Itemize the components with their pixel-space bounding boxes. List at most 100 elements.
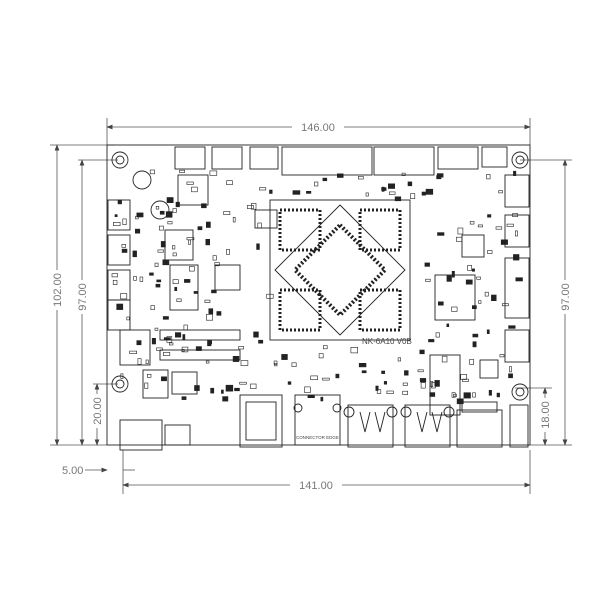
mounting-holes bbox=[111, 151, 529, 401]
dimension-right-height: 97.00 bbox=[520, 159, 572, 446]
smd-pad bbox=[161, 376, 167, 382]
smd-pad bbox=[150, 305, 155, 310]
smd-pad bbox=[274, 363, 278, 367]
smd-pad bbox=[183, 324, 188, 331]
header-connector bbox=[281, 146, 373, 176]
pin-header bbox=[159, 349, 241, 361]
smd-pad bbox=[407, 181, 413, 187]
ic-chip bbox=[434, 274, 476, 321]
smd-pad bbox=[389, 191, 396, 195]
smd-pad bbox=[508, 373, 513, 379]
smd-pad bbox=[232, 217, 236, 223]
smd-pad bbox=[484, 291, 489, 297]
smd-pad bbox=[182, 334, 186, 340]
dim-label-146: 146.00 bbox=[301, 122, 335, 134]
smd-pad bbox=[471, 268, 475, 272]
smd-pad bbox=[169, 342, 174, 346]
smd-pad bbox=[210, 387, 215, 394]
smd-pad bbox=[174, 286, 178, 291]
smd-pad bbox=[175, 201, 180, 208]
smd-pad bbox=[434, 380, 440, 387]
pin-header bbox=[119, 329, 151, 366]
smd-pad bbox=[147, 373, 152, 378]
smd-pad bbox=[149, 272, 154, 276]
smd-pad bbox=[145, 359, 149, 365]
dimension-left-offset-bottom: 20.00 bbox=[90, 383, 118, 446]
header-connector bbox=[249, 146, 279, 170]
dim-label-97-left: 97.00 bbox=[77, 283, 89, 311]
smd-pad bbox=[465, 279, 473, 285]
smd-pad bbox=[500, 239, 508, 245]
smd-pad bbox=[225, 384, 234, 392]
smd-pad bbox=[206, 314, 214, 321]
connector-edge-label: CONNECTOR EDGE bbox=[296, 435, 339, 440]
smd-pad bbox=[376, 389, 382, 394]
smd-pad bbox=[436, 173, 444, 178]
smd-pad bbox=[469, 221, 475, 225]
smd-pad bbox=[186, 181, 194, 185]
dim-label-102: 102.00 bbox=[52, 273, 64, 307]
smd-pad bbox=[446, 275, 452, 282]
smd-pad bbox=[201, 203, 207, 209]
smd-pad bbox=[381, 370, 386, 374]
smd-pad bbox=[135, 228, 141, 234]
smd-pad bbox=[404, 370, 409, 376]
smd-pad bbox=[154, 262, 159, 268]
smd-pad bbox=[304, 386, 311, 393]
smd-pad bbox=[506, 223, 514, 227]
smd-pad bbox=[499, 354, 505, 358]
smd-pad bbox=[181, 349, 185, 352]
smd-pad bbox=[425, 188, 434, 195]
smd-pad bbox=[424, 262, 430, 267]
sd-card-slot bbox=[239, 394, 283, 448]
smd-pad bbox=[451, 270, 455, 278]
smd-pad bbox=[508, 325, 516, 329]
smd-pad bbox=[269, 189, 273, 194]
smd-pad bbox=[266, 293, 274, 299]
smd-pad bbox=[387, 183, 395, 189]
smd-pad bbox=[451, 306, 458, 312]
smd-pad bbox=[139, 276, 144, 282]
smd-pad bbox=[437, 301, 444, 306]
soc-chip bbox=[269, 199, 411, 341]
smd-pad bbox=[394, 196, 402, 202]
header-connector bbox=[174, 146, 206, 170]
smd-pad bbox=[159, 210, 165, 215]
power-jack bbox=[119, 419, 191, 451]
smd-pad bbox=[467, 264, 472, 271]
smd-pad bbox=[456, 398, 464, 405]
dim-label-141: 141.00 bbox=[299, 480, 333, 492]
smd-pad bbox=[111, 273, 118, 278]
smd-pad bbox=[159, 225, 164, 231]
smd-pad bbox=[486, 174, 491, 180]
smd-pad bbox=[156, 347, 163, 351]
pin-header bbox=[159, 329, 241, 341]
smd-pad bbox=[281, 354, 288, 360]
smd-pad bbox=[446, 323, 450, 327]
smd-pad bbox=[155, 283, 161, 288]
smd-pad bbox=[383, 381, 388, 385]
ic-chip bbox=[254, 209, 278, 229]
smd-pad bbox=[513, 254, 520, 261]
smd-pad bbox=[361, 370, 367, 374]
smd-pad bbox=[156, 279, 162, 283]
smd-pad bbox=[257, 222, 262, 229]
side-connector bbox=[107, 299, 131, 331]
smd-pad bbox=[429, 392, 436, 397]
smd-pad bbox=[176, 298, 182, 302]
smd-pad bbox=[365, 192, 369, 197]
smd-pad bbox=[191, 186, 198, 193]
smd-pad bbox=[258, 339, 264, 344]
smd-pad bbox=[155, 206, 160, 210]
smd-pad bbox=[120, 293, 128, 300]
smd-pad bbox=[250, 383, 257, 389]
smd-pad bbox=[318, 353, 324, 359]
smd-pad bbox=[306, 191, 312, 194]
dimension-left-hole-offset: 5.00 bbox=[62, 465, 135, 477]
smd-pad bbox=[451, 392, 456, 398]
smd-pad bbox=[501, 303, 509, 307]
ic-chip bbox=[429, 354, 461, 416]
ethernet-port bbox=[293, 394, 342, 446]
smd-pad bbox=[135, 215, 139, 220]
